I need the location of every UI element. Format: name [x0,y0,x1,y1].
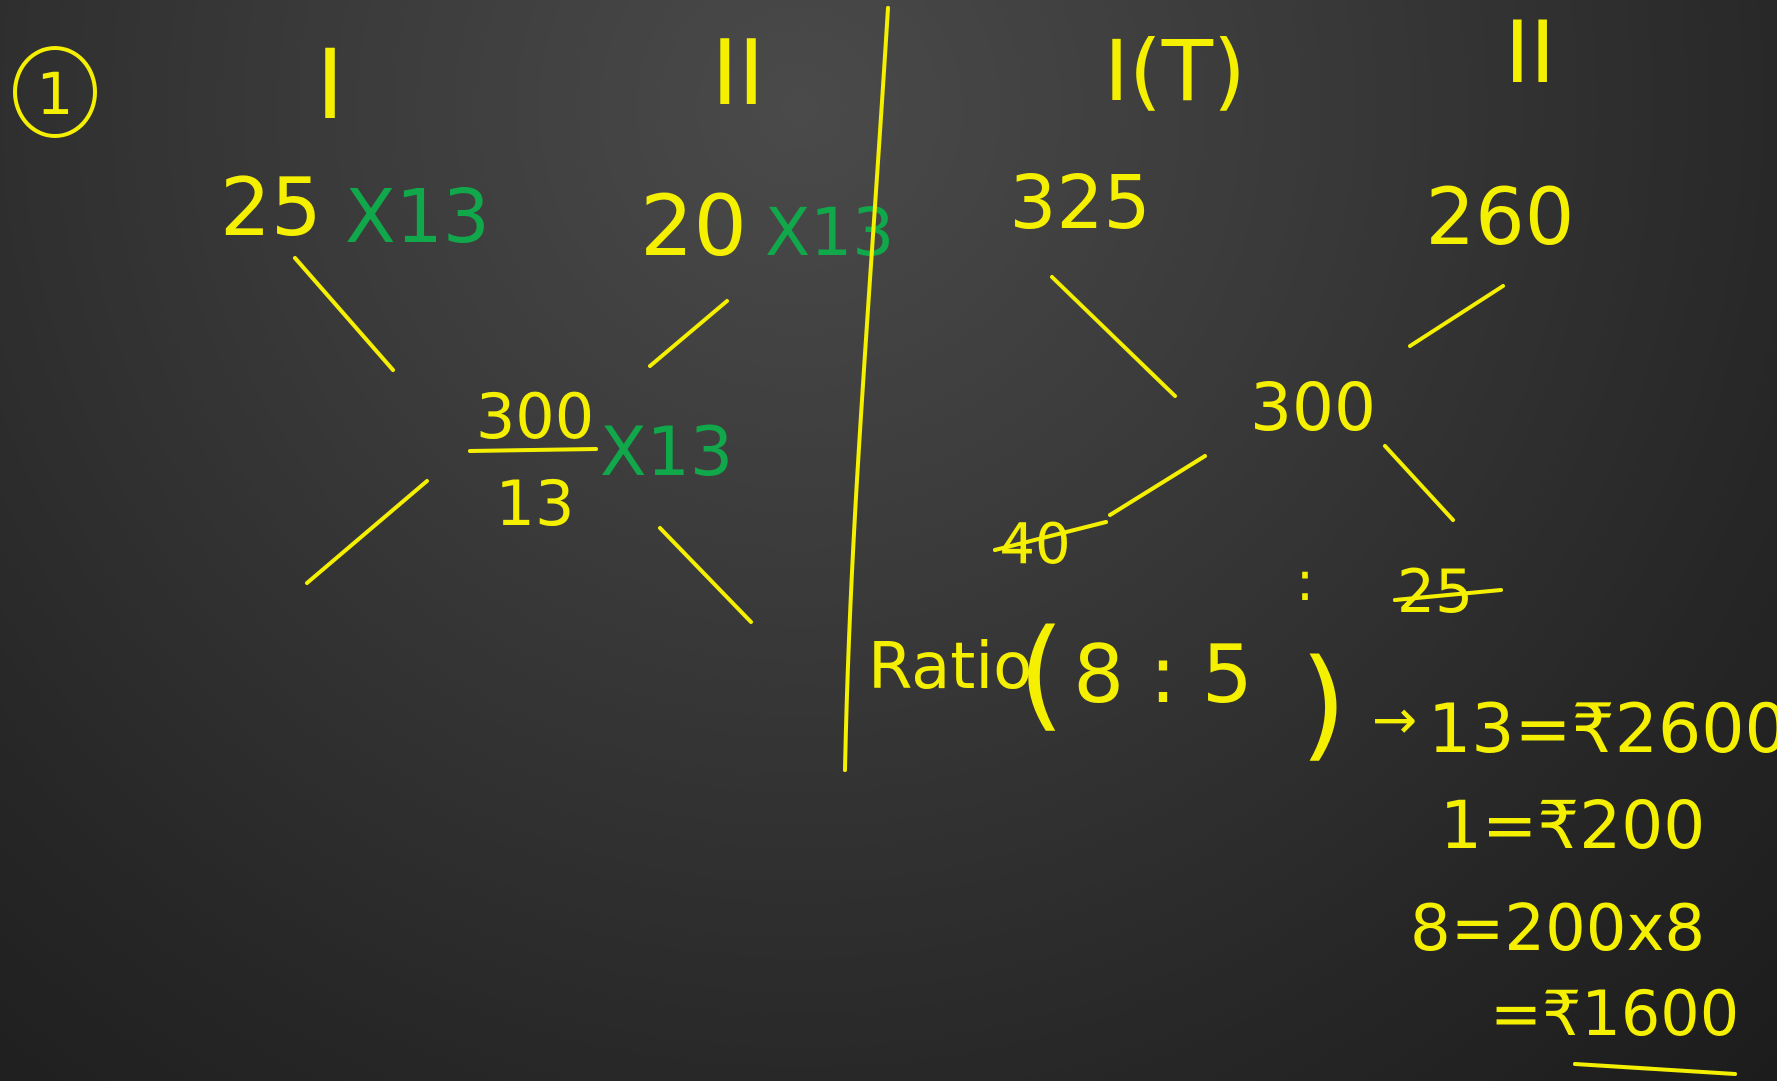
left-mean-denominator: 13 [496,467,575,540]
working-line-1: 13=₹2600 [1428,690,1777,769]
left-mult-1: X13 [345,174,490,260]
right-diff-1-strike [993,520,1108,552]
answer-underline [1573,1062,1737,1076]
working-line-3: 8=200x8 [1410,892,1705,966]
left-heading-2: II [711,21,764,126]
right-value-2: 260 [1426,173,1575,263]
right-cross-line-3 [1108,454,1207,517]
ratio-word: Ratio [868,630,1032,704]
left-mean-mult: X13 [600,413,733,492]
right-cross-line-2 [1408,284,1505,348]
left-cross-line-4 [658,526,753,624]
right-heading-1: I(T) [1104,22,1246,120]
right-diff-2-strike [1393,588,1503,602]
right-cross-line-4 [1383,444,1455,522]
left-cross-line-1 [293,256,395,372]
left-mean-numerator: 300 [476,380,594,453]
left-value-2: 20 [640,177,747,275]
divider-line [843,6,890,772]
question-number-circle [13,46,97,138]
right-cross-line-1 [1050,275,1177,398]
right-ratio-colon: : [1296,550,1314,613]
ratio-arrow: → [1372,688,1417,751]
left-value-1: 25 [220,161,322,254]
ratio-open-paren: ( [1018,605,1065,744]
left-cross-line-2 [648,299,729,368]
left-heading-1: I [316,29,344,141]
working-line-4: =₹1600 [1490,977,1739,1050]
right-value-1: 325 [1009,160,1150,246]
question-number: 1 [37,60,74,128]
working-line-2: 1=₹200 [1440,787,1705,864]
ratio-value: 8 : 5 [1073,628,1253,721]
left-mean-fraction-bar [468,447,598,453]
left-cross-line-3 [305,479,429,585]
right-mean: 300 [1250,369,1376,446]
ratio-close-paren: ) [1300,635,1347,774]
right-heading-2: II [1505,3,1556,103]
